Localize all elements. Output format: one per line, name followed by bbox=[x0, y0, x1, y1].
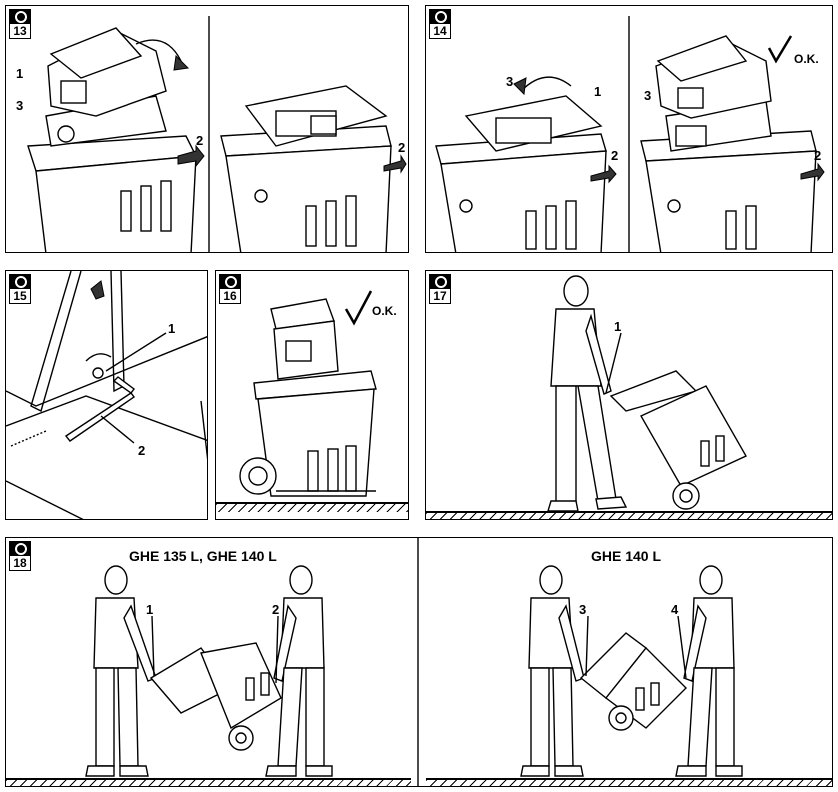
panel-number: 14 bbox=[429, 23, 451, 39]
callout-2: 2 bbox=[398, 140, 406, 155]
callout-2: 2 bbox=[814, 148, 822, 163]
illustration-person-pulling-shredder bbox=[547, 275, 747, 512]
panel-17: 17 1 bbox=[425, 270, 833, 520]
model-title-left: GHE 135 L, GHE 140 L bbox=[129, 548, 277, 564]
callout-2: 2 bbox=[196, 133, 204, 148]
camera-icon: 16 bbox=[219, 274, 241, 304]
model-title-right: GHE 140 L bbox=[591, 548, 662, 564]
callout-3: 3 bbox=[506, 74, 514, 89]
panel-number: 16 bbox=[219, 288, 241, 304]
callout-1: 1 bbox=[168, 321, 176, 336]
callout-3: 3 bbox=[579, 602, 587, 617]
panel-number: 15 bbox=[9, 288, 31, 304]
camera-icon: 13 bbox=[9, 9, 31, 39]
callout-2: 2 bbox=[138, 443, 146, 458]
ground-hatch bbox=[426, 511, 832, 519]
callout-1: 1 bbox=[594, 84, 602, 99]
illustration-shredder-hopper-refit bbox=[435, 16, 825, 252]
callout-1: 1 bbox=[146, 602, 154, 617]
panel-number: 18 bbox=[9, 555, 31, 571]
illustration-shredder-assembled bbox=[239, 290, 377, 497]
callout-2: 2 bbox=[272, 602, 280, 617]
camera-icon: 18 bbox=[9, 541, 31, 571]
illustration-shredder-hopper-removal bbox=[27, 16, 407, 252]
illustration-allen-key-adjustment bbox=[6, 271, 207, 519]
panel-13: 13 1 3 2 2 bbox=[5, 5, 409, 253]
camera-icon: 14 bbox=[429, 9, 451, 39]
callout-1: 1 bbox=[16, 66, 24, 81]
panel-number: 13 bbox=[9, 23, 31, 39]
camera-icon: 15 bbox=[9, 274, 31, 304]
panel-number: 17 bbox=[429, 288, 451, 304]
ground-hatch-right bbox=[426, 778, 832, 786]
callout-3: 3 bbox=[644, 88, 652, 103]
ok-check-label: O.K. bbox=[794, 52, 819, 66]
callout-2: 2 bbox=[611, 148, 619, 163]
ground-hatch-left bbox=[6, 778, 411, 786]
callout-3: 3 bbox=[16, 98, 24, 113]
panel-14: 14 3 1 2 3 2 O.K. bbox=[425, 5, 833, 253]
panel-16: 16 O.K. bbox=[215, 270, 409, 520]
ground-hatch bbox=[216, 502, 408, 512]
ok-check-label: O.K. bbox=[372, 304, 397, 318]
illustration-two-persons-carrying bbox=[85, 538, 743, 786]
callout-4: 4 bbox=[671, 602, 679, 617]
panel-18: 18 GHE 135 L, GHE 140 L GHE 140 L bbox=[5, 537, 833, 787]
callout-1: 1 bbox=[614, 319, 622, 334]
panel-15: 15 1 2 bbox=[5, 270, 208, 520]
camera-icon: 17 bbox=[429, 274, 451, 304]
